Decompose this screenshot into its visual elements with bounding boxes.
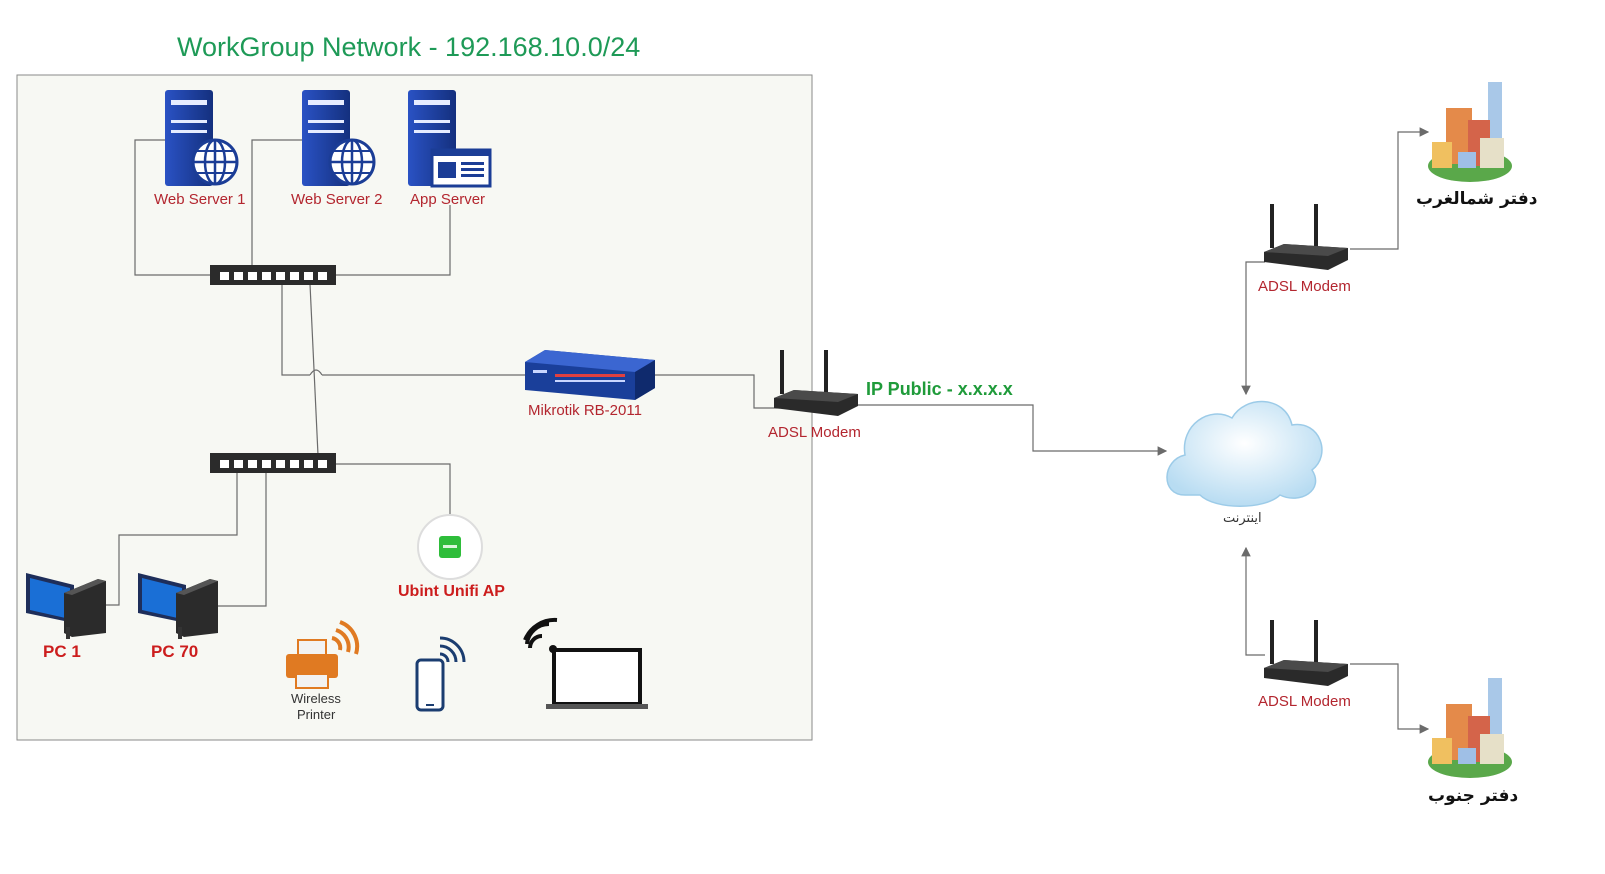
diagram-title: WorkGroup Network - 192.168.10.0/24	[177, 32, 640, 62]
access-point-label: Ubint Unifi AP	[398, 583, 505, 600]
printer-icon[interactable]	[286, 620, 360, 689]
internet-label: اینترنت	[1223, 511, 1262, 526]
modem-south-icon[interactable]	[1264, 620, 1348, 686]
modem-nw-icon[interactable]	[1264, 204, 1348, 270]
smartphone-icon[interactable]	[415, 636, 466, 712]
pc-70-icon[interactable]	[138, 573, 218, 639]
internet-cloud-icon[interactable]	[1166, 400, 1323, 507]
modem-south-label: ADSL Modem	[1258, 693, 1351, 710]
printer-label-line2: Printer	[297, 707, 336, 722]
web-server-1-label: Web Server 1	[154, 191, 245, 208]
app-server-label: App Server	[410, 191, 485, 208]
switch-2-icon[interactable]	[210, 453, 336, 473]
web-server-2-label: Web Server 2	[291, 191, 382, 208]
office-nw-building-icon[interactable]	[1428, 82, 1512, 182]
office-south-building-icon[interactable]	[1428, 678, 1512, 778]
printer-label-line1: Wireless	[291, 691, 341, 706]
router-label: Mikrotik RB-2011	[528, 402, 642, 419]
pc-70-label: PC 70	[151, 642, 198, 661]
pc-1-label: PC 1	[43, 642, 81, 661]
office-nw-label: دفتر شمالغرب	[1416, 189, 1538, 209]
office-south-label: دفتر جنوب	[1428, 786, 1518, 806]
web-server-2-icon[interactable]	[302, 90, 376, 186]
switch-1-icon[interactable]	[210, 265, 336, 285]
router-icon[interactable]	[525, 350, 655, 400]
modem-nw-label: ADSL Modem	[1258, 278, 1351, 295]
ip-public-label: IP Public - x.x.x.x	[866, 379, 1013, 399]
web-server-1-icon[interactable]	[165, 90, 239, 186]
modem-main-label: ADSL Modem	[768, 424, 861, 441]
laptop-icon[interactable]	[523, 617, 648, 709]
access-point-icon[interactable]	[417, 514, 483, 580]
wires	[106, 127, 1430, 734]
modem-main-icon[interactable]	[774, 350, 858, 416]
app-server-icon[interactable]	[408, 90, 492, 188]
pc-1-icon[interactable]	[26, 573, 106, 639]
